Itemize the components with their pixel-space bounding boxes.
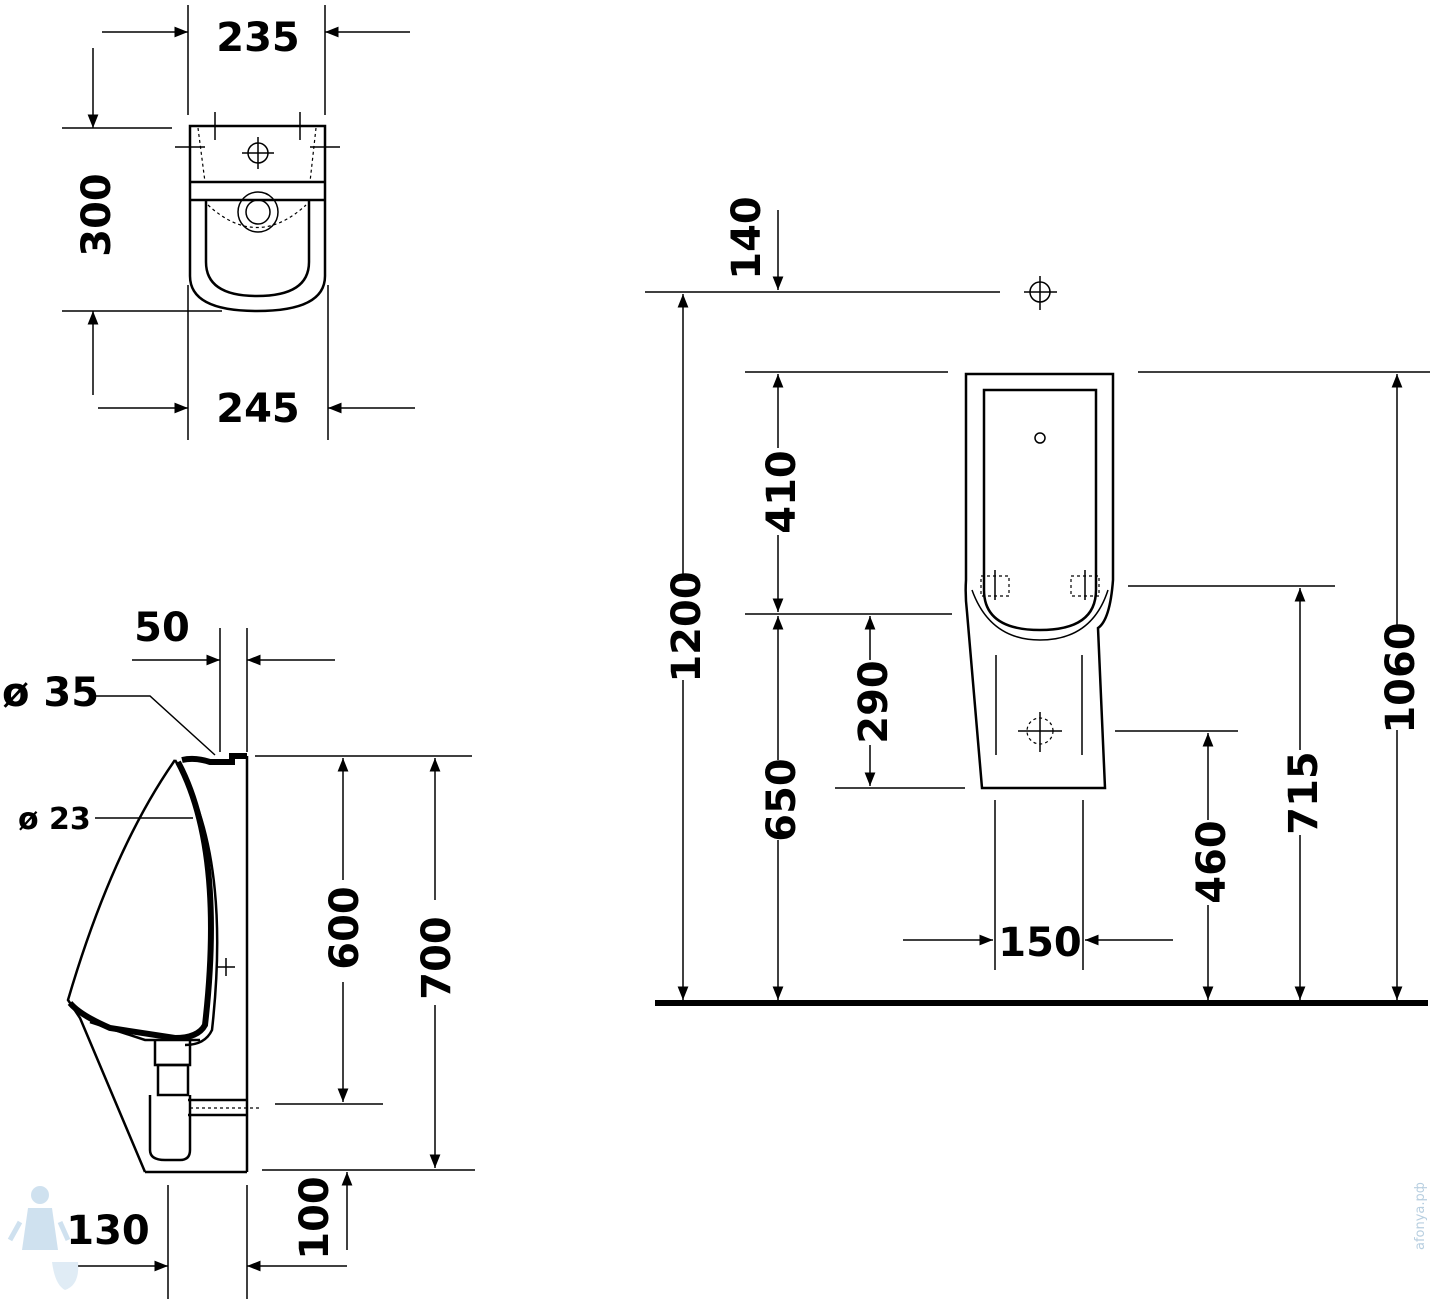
dim-height-460: 460 <box>1189 820 1235 904</box>
watermark: afonya.рф <box>1413 1182 1428 1250</box>
side-view: 50 ø 35 ø 23 600 700 130 100 <box>2 605 475 1299</box>
front-view: 140 1200 410 650 290 150 460 715 1060 <box>645 196 1430 1006</box>
dim-height-410: 410 <box>759 450 805 534</box>
dim-height-290: 290 <box>851 660 897 744</box>
dim-height-650: 650 <box>759 758 805 842</box>
dim-height-600: 600 <box>322 886 368 970</box>
dim-inlet-140: 140 <box>724 196 770 280</box>
dim-inlet-diameter: ø 35 <box>2 670 99 716</box>
dim-height-1200: 1200 <box>664 571 710 682</box>
dim-depth: 300 <box>74 173 120 257</box>
plumber-mascot-icon <box>7 1186 79 1290</box>
dim-height-715: 715 <box>1281 751 1327 835</box>
dim-height-1060: 1060 <box>1378 622 1424 733</box>
dim-height-700: 700 <box>414 916 460 1000</box>
dim-outlet-diameter: ø 23 <box>18 802 91 837</box>
dim-offset-50: 50 <box>134 605 190 651</box>
dim-gap-100: 100 <box>292 1176 338 1260</box>
dim-depth-130: 130 <box>66 1208 150 1254</box>
dim-width-150: 150 <box>998 920 1082 966</box>
top-view: 235 300 245 <box>62 5 415 440</box>
dim-width-bottom: 245 <box>216 386 300 432</box>
dim-width-top: 235 <box>216 15 300 61</box>
